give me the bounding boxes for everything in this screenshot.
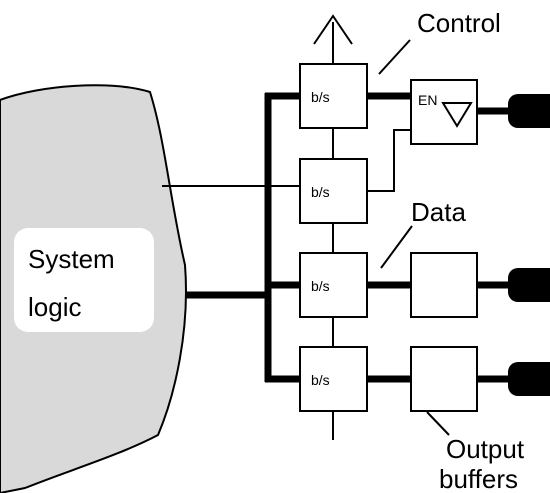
bs-cell-3-label: b/s	[311, 278, 330, 294]
enable-label: EN	[418, 92, 437, 108]
output-pin-1	[508, 94, 550, 128]
output-buffer-4	[410, 346, 478, 412]
enable-buffer	[410, 79, 478, 145]
control-label: Control	[417, 8, 501, 38]
bs-cell-1-label: b/s	[311, 89, 330, 105]
data-pointer	[380, 225, 413, 269]
bs-cell-4-label: b/s	[311, 372, 330, 388]
system-logic-label-line2: logic	[28, 292, 81, 322]
control-pointer	[378, 39, 411, 75]
output-buffer-3	[410, 252, 478, 318]
output-buffers-label-line1: Output	[446, 434, 525, 464]
tristate-triangle-icon	[441, 102, 473, 128]
data-label: Data	[411, 197, 466, 227]
system-logic-label-line1: System	[28, 244, 115, 274]
bs-cell-1	[299, 63, 368, 129]
output-buffers-pointer	[426, 411, 450, 436]
output-pin-3	[508, 268, 550, 302]
enable-control-wire	[367, 129, 411, 192]
bs-cell-2-label: b/s	[311, 184, 330, 200]
output-pin-4	[508, 362, 550, 396]
scan-out-arrow	[313, 14, 353, 45]
system-logic-label-box	[14, 228, 154, 332]
output-buffers-label-line2: buffers	[439, 464, 518, 493]
